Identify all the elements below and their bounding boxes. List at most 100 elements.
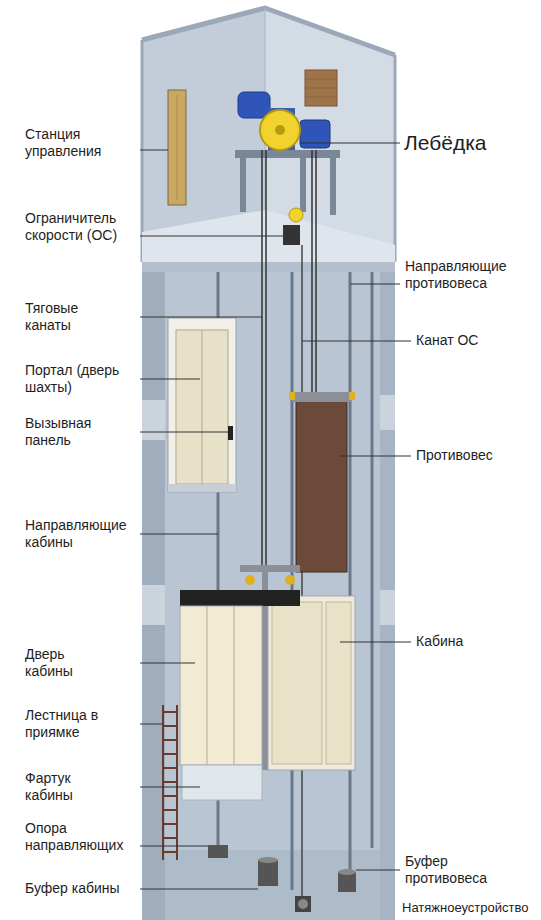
pit-ladder: [163, 851, 177, 853]
leader-lines: [302, 341, 411, 342]
machine-room: [141, 40, 144, 262]
machine-room: [142, 8, 265, 235]
speed-governor: [283, 208, 303, 245]
pit-ladder: [163, 739, 177, 741]
pit-ladder: [163, 725, 177, 727]
cabin: [272, 602, 322, 764]
part-label: Портал (дверь шахты): [25, 362, 137, 396]
vent-grille: [305, 79, 337, 80]
part-label: Кабина: [416, 633, 463, 650]
leader-lines: [140, 432, 228, 433]
winch: [300, 120, 330, 148]
shaft: [165, 850, 380, 920]
ropes: [301, 245, 303, 904]
shaft: [165, 272, 380, 920]
leader-lines: [140, 787, 200, 788]
part-label: Лестница в приямке: [25, 707, 137, 741]
pit-equipment: [208, 845, 228, 858]
shaft-door: [168, 318, 236, 492]
part-label: Канат ОС: [416, 332, 478, 349]
pit-ladder: [163, 767, 177, 769]
shaft: [380, 272, 395, 920]
ropes: [261, 150, 263, 566]
shaft: [380, 590, 395, 625]
leader-lines: [356, 870, 400, 871]
part-label: Тяговые канаты: [25, 300, 105, 334]
cabin: [234, 606, 235, 765]
part-label: Буфер кабины: [25, 880, 137, 897]
part-label: Буфер противовеса: [405, 853, 515, 887]
vent-grille: [305, 88, 337, 89]
cabin: [240, 565, 300, 572]
shaft-door: [168, 484, 236, 492]
cabin: [180, 590, 300, 606]
shaft-door: [228, 426, 233, 440]
part-label: Натяжноеустройство: [402, 900, 529, 916]
counterweight: [289, 392, 355, 572]
control-station: [168, 90, 186, 205]
winch: [240, 158, 246, 212]
speed-governor: [283, 225, 300, 245]
cabin: [180, 565, 355, 800]
pit-equipment: [208, 845, 356, 912]
shaft-door: [176, 330, 228, 484]
shaft-door: [202, 330, 203, 484]
pit-ladder: [163, 823, 177, 825]
cabin: [268, 596, 355, 770]
part-label: Дверь кабины: [25, 646, 105, 680]
part-label: Станция управления: [25, 126, 137, 160]
leader-lines: [140, 534, 218, 535]
shaft-door: [168, 318, 236, 492]
vent-grille: [305, 70, 337, 106]
leader-lines: [140, 724, 163, 725]
part-label: Ограничитель скорости (ОС): [25, 210, 137, 244]
leader-lines: [340, 456, 411, 457]
pit-equipment: [258, 857, 278, 863]
machine-room: [142, 8, 395, 55]
leader-lines: [140, 379, 200, 380]
control-station: [177, 95, 178, 200]
control-station: [168, 90, 186, 205]
part-label: Направляющие кабины: [25, 517, 137, 551]
ropes: [311, 150, 313, 393]
leader-lines: [350, 284, 400, 285]
cabin: [182, 765, 262, 800]
winch: [300, 158, 306, 212]
cabin: [207, 606, 208, 765]
pit-equipment: [338, 869, 356, 875]
winch: [330, 158, 336, 215]
guide-rails: [371, 272, 374, 848]
pit-equipment: [298, 899, 308, 909]
leader-lines: [140, 846, 208, 847]
winch: [275, 125, 285, 135]
vent-grille: [305, 97, 337, 98]
leader-lines: [340, 642, 411, 643]
shaft: [142, 272, 395, 920]
pit-ladder: [163, 781, 177, 783]
winch: [238, 92, 270, 118]
cabin: [245, 575, 255, 585]
pit-ladder: [163, 753, 177, 755]
part-label: Направляющие противовеса: [405, 258, 535, 292]
pit-ladder: [163, 795, 177, 797]
shaft: [142, 272, 165, 920]
guide-rails: [349, 272, 352, 890]
leader-lines: [140, 143, 411, 889]
shaft: [142, 585, 165, 625]
cabin: [285, 575, 295, 585]
leader-lines: [300, 143, 400, 144]
shaft: [142, 400, 165, 440]
leader-lines: [140, 317, 262, 318]
pit-ladder: [163, 711, 177, 713]
ropes: [265, 150, 267, 566]
leader-lines: [140, 236, 283, 237]
winch: [260, 110, 300, 150]
shaft: [380, 395, 395, 430]
counterweight: [292, 392, 352, 402]
vent-grille: [305, 70, 337, 106]
machine-room: [394, 55, 397, 262]
part-label: Опора направляющих: [25, 820, 137, 854]
speed-governor: [289, 208, 303, 222]
part-label: Лебёдка: [404, 131, 487, 155]
